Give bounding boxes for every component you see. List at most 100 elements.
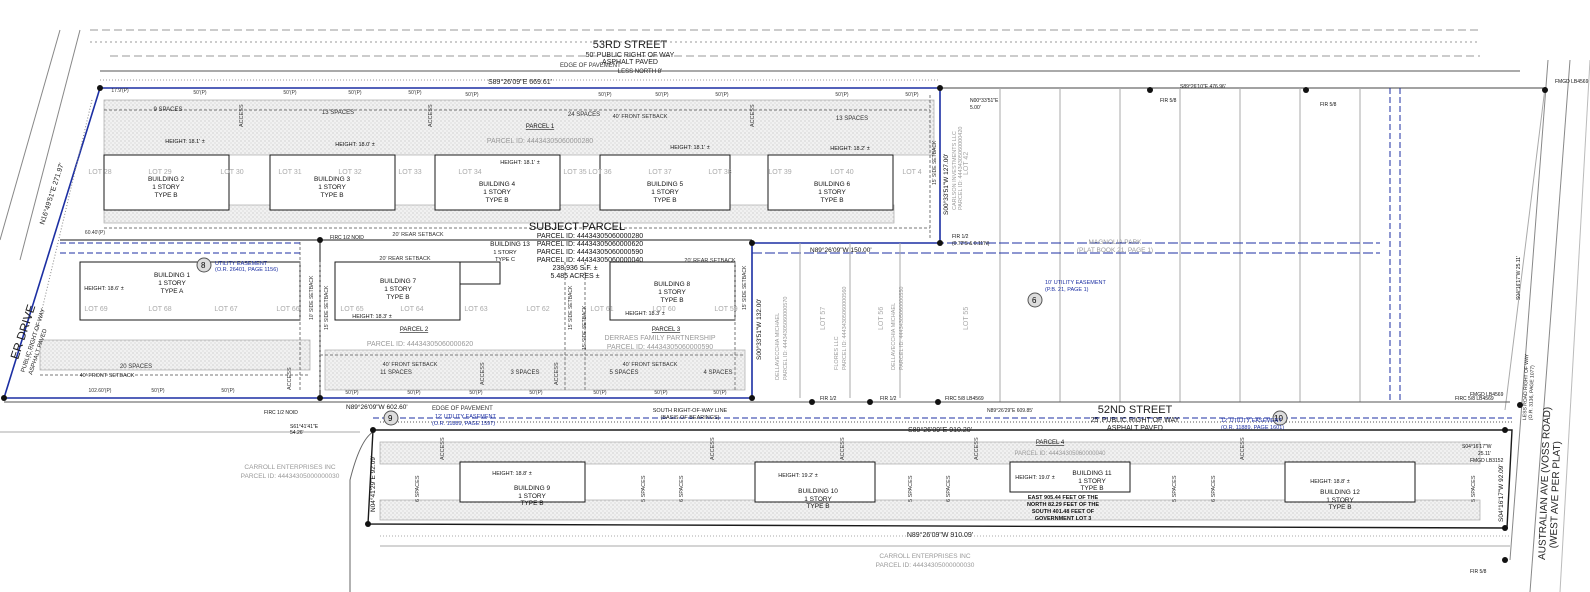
subject-area-ac: 5.485 ACRES ± — [551, 273, 600, 280]
building-13-story: 1 STORY — [493, 250, 517, 256]
building-7-name: BUILDING 7 — [380, 278, 417, 285]
dim-50-5: 50'(P) — [465, 92, 479, 98]
access-10: ACCESS — [1240, 437, 1246, 460]
setback-side-1: 15' SIDE SETBACK — [932, 140, 938, 185]
building-2-type: TYPE B — [154, 192, 177, 199]
parcel-3-owner: DERRAES FAMILY PARTNERSHIP — [604, 335, 715, 342]
dim-50-11: 50'(P) — [151, 388, 165, 394]
magnolia-plat: (PLAT BOOK 21, PAGE 1) — [1077, 247, 1153, 254]
west-street-bearing: N16°49'51"E 271.97' — [38, 162, 66, 226]
easement-8-ref: (O.R. 26401, PAGE 1156) — [215, 267, 278, 273]
setback-rear-mid1: 20' REAR SETBACK — [379, 256, 431, 262]
survey-monuments — [1, 85, 1548, 563]
lot-30: LOT 30 — [220, 169, 243, 176]
north-edge-pavement: EDGE OF PAVEMENT — [560, 63, 621, 69]
spaces-5b: 5 SPACES — [908, 475, 914, 502]
basis-bearings: (BASIS OF BEARINGS) — [661, 415, 720, 421]
dim-50-7: 50'(P) — [655, 92, 669, 98]
easement-8-number: 8 — [201, 261, 206, 270]
building-13-type: TYPE C — [495, 257, 515, 263]
parcel-2-id: PARCEL ID: 44434305060000620 — [367, 341, 473, 348]
lot-38: LOT 38 — [708, 169, 731, 176]
dim-50-16: 50'(P) — [529, 390, 543, 396]
easement-6-ref: (P.B. 21, PAGE 1) — [1045, 287, 1089, 293]
parcel-3-id: PARCEL ID: 44434305060000590 — [607, 344, 713, 351]
south-street-lines — [0, 401, 1512, 592]
east-lot-lines — [752, 87, 1546, 411]
dim-50-6: 50'(P) — [598, 92, 612, 98]
lot-67: LOT 67 — [214, 306, 237, 313]
subject-id-4: PARCEL ID: 44434305060000040 — [537, 257, 643, 264]
spaces-5d: 5 SPACES — [1471, 475, 1477, 502]
building-3-type: TYPE B — [320, 192, 343, 199]
dim-17: 17.9'(P) — [111, 88, 129, 94]
lot-36: LOT 36 — [588, 169, 611, 176]
building-11-type: TYPE B — [1080, 485, 1103, 492]
subject-id-3: PARCEL ID: 44434305060000590 — [537, 249, 643, 256]
carroll-1-id: PARCEL ID: 44434305000000030 — [241, 473, 340, 480]
fir-12-3: FIR 1/2 — [952, 234, 969, 240]
setback-side-3: 15' SIDE SETBACK — [742, 265, 748, 310]
subject-id-2: PARCEL ID: 44434305060000620 — [537, 241, 643, 248]
fir-58-3: FIR 5/8 — [1470, 569, 1487, 575]
lot-61: LOT 61 — [590, 306, 613, 313]
access-7: ACCESS — [440, 437, 446, 460]
access-8: ACCESS — [710, 437, 716, 460]
bearing-corner-d: 54.26' — [290, 430, 304, 436]
lot-37: LOT 37 — [648, 169, 671, 176]
bearing-mid-north: N89°26'09"W 150.00' — [810, 246, 872, 254]
spaces-6d: 6 SPACES — [1211, 475, 1217, 502]
lot-29: LOT 29 — [148, 169, 171, 176]
building-9-height: HEIGHT: 18.8' ± — [492, 471, 532, 477]
lot-33: LOT 33 — [398, 169, 421, 176]
lot-69: LOT 69 — [84, 306, 107, 313]
lot-32: LOT 32 — [338, 169, 361, 176]
setback-rear-mid2: 20' REAR SETBACK — [684, 258, 736, 264]
fmgd-3: FMGD LB3152 — [1470, 458, 1504, 464]
firc-noid-2: FIRC 1/2 NOID — [264, 410, 298, 416]
west-road-lines — [0, 29, 93, 361]
monument-labels: FIRC 1/2 NOID FIRC 1/2 NOID FIR 1/2 FIR … — [264, 79, 1589, 575]
parking-labels-rotated: 6 SPACES 5 SPACES 6 SPACES 5 SPACES 6 SP… — [415, 475, 1477, 502]
easement-6-number: 6 — [1032, 296, 1037, 305]
dim-50-4: 50'(P) — [408, 90, 422, 96]
building-9-story: 1 STORY — [518, 493, 546, 500]
east-street-line2: (WEST AVE PER PLAT) — [1548, 441, 1563, 549]
dim-50-2: 50'(P) — [283, 90, 297, 96]
lot-59: LOT 59 — [714, 306, 737, 313]
lot-60: LOT 60 — [652, 306, 675, 313]
easement-markers — [196, 257, 1288, 426]
setback-lines — [40, 95, 931, 392]
building-1-footprint — [79, 261, 301, 321]
building-5-type: TYPE B — [653, 197, 676, 204]
street-labels: 53RD STREET 50' PUBLIC RIGHT OF WAY ASPH… — [488, 39, 1180, 539]
building-7-type: TYPE B — [386, 294, 409, 301]
lot-55: LOT 55 — [963, 307, 970, 330]
fir-12-note: (0.72'S & 0.11'N) — [952, 241, 990, 247]
carlson-name: CARLSON INVESTMENTS LLC — [952, 131, 958, 210]
bearing-north-east-d: 5.00' — [970, 105, 981, 111]
access-9: ACCESS — [974, 437, 980, 460]
building-6-story: 1 STORY — [818, 189, 846, 196]
buildings — [79, 154, 1416, 503]
north-street-row: 50' PUBLIC RIGHT OF WAY — [586, 52, 675, 59]
parcel-3-label: PARCEL 3 — [652, 327, 681, 333]
flores-id: PARCEL ID: 44434305060000560 — [842, 287, 848, 370]
lot-40: LOT 40 — [830, 169, 853, 176]
south-edge-pavement: EDGE OF PAVEMENT — [432, 406, 493, 412]
lot-28: LOT 28 — [88, 169, 111, 176]
building-12-story: 1 STORY — [1326, 497, 1354, 504]
lot-64: LOT 64 — [400, 306, 423, 313]
setback-labels: 40' FRONT SETBACK 20' REAR SETBACK 20' R… — [80, 114, 736, 379]
building-6-name: BUILDING 6 — [814, 181, 851, 188]
flores-name: FLORES LLC — [834, 336, 840, 370]
plat-dimensions: 17.9'(P) 50'(P) 50'(P) 50'(P) 50'(P) 50'… — [85, 88, 919, 396]
subject-parcel-label: SUBJECT PARCEL PARCEL ID: 44434305060000… — [529, 221, 643, 280]
building-13-footprint — [459, 261, 501, 285]
lot-65: LOT 65 — [340, 306, 363, 313]
building-11-story: 1 STORY — [1078, 478, 1106, 485]
building-9-name: BUILDING 9 — [514, 485, 551, 492]
dim-50-13: 50'(P) — [345, 390, 359, 396]
access-11: ACCESS — [840, 437, 846, 460]
spaces-5: 5 SPACES — [610, 370, 639, 376]
